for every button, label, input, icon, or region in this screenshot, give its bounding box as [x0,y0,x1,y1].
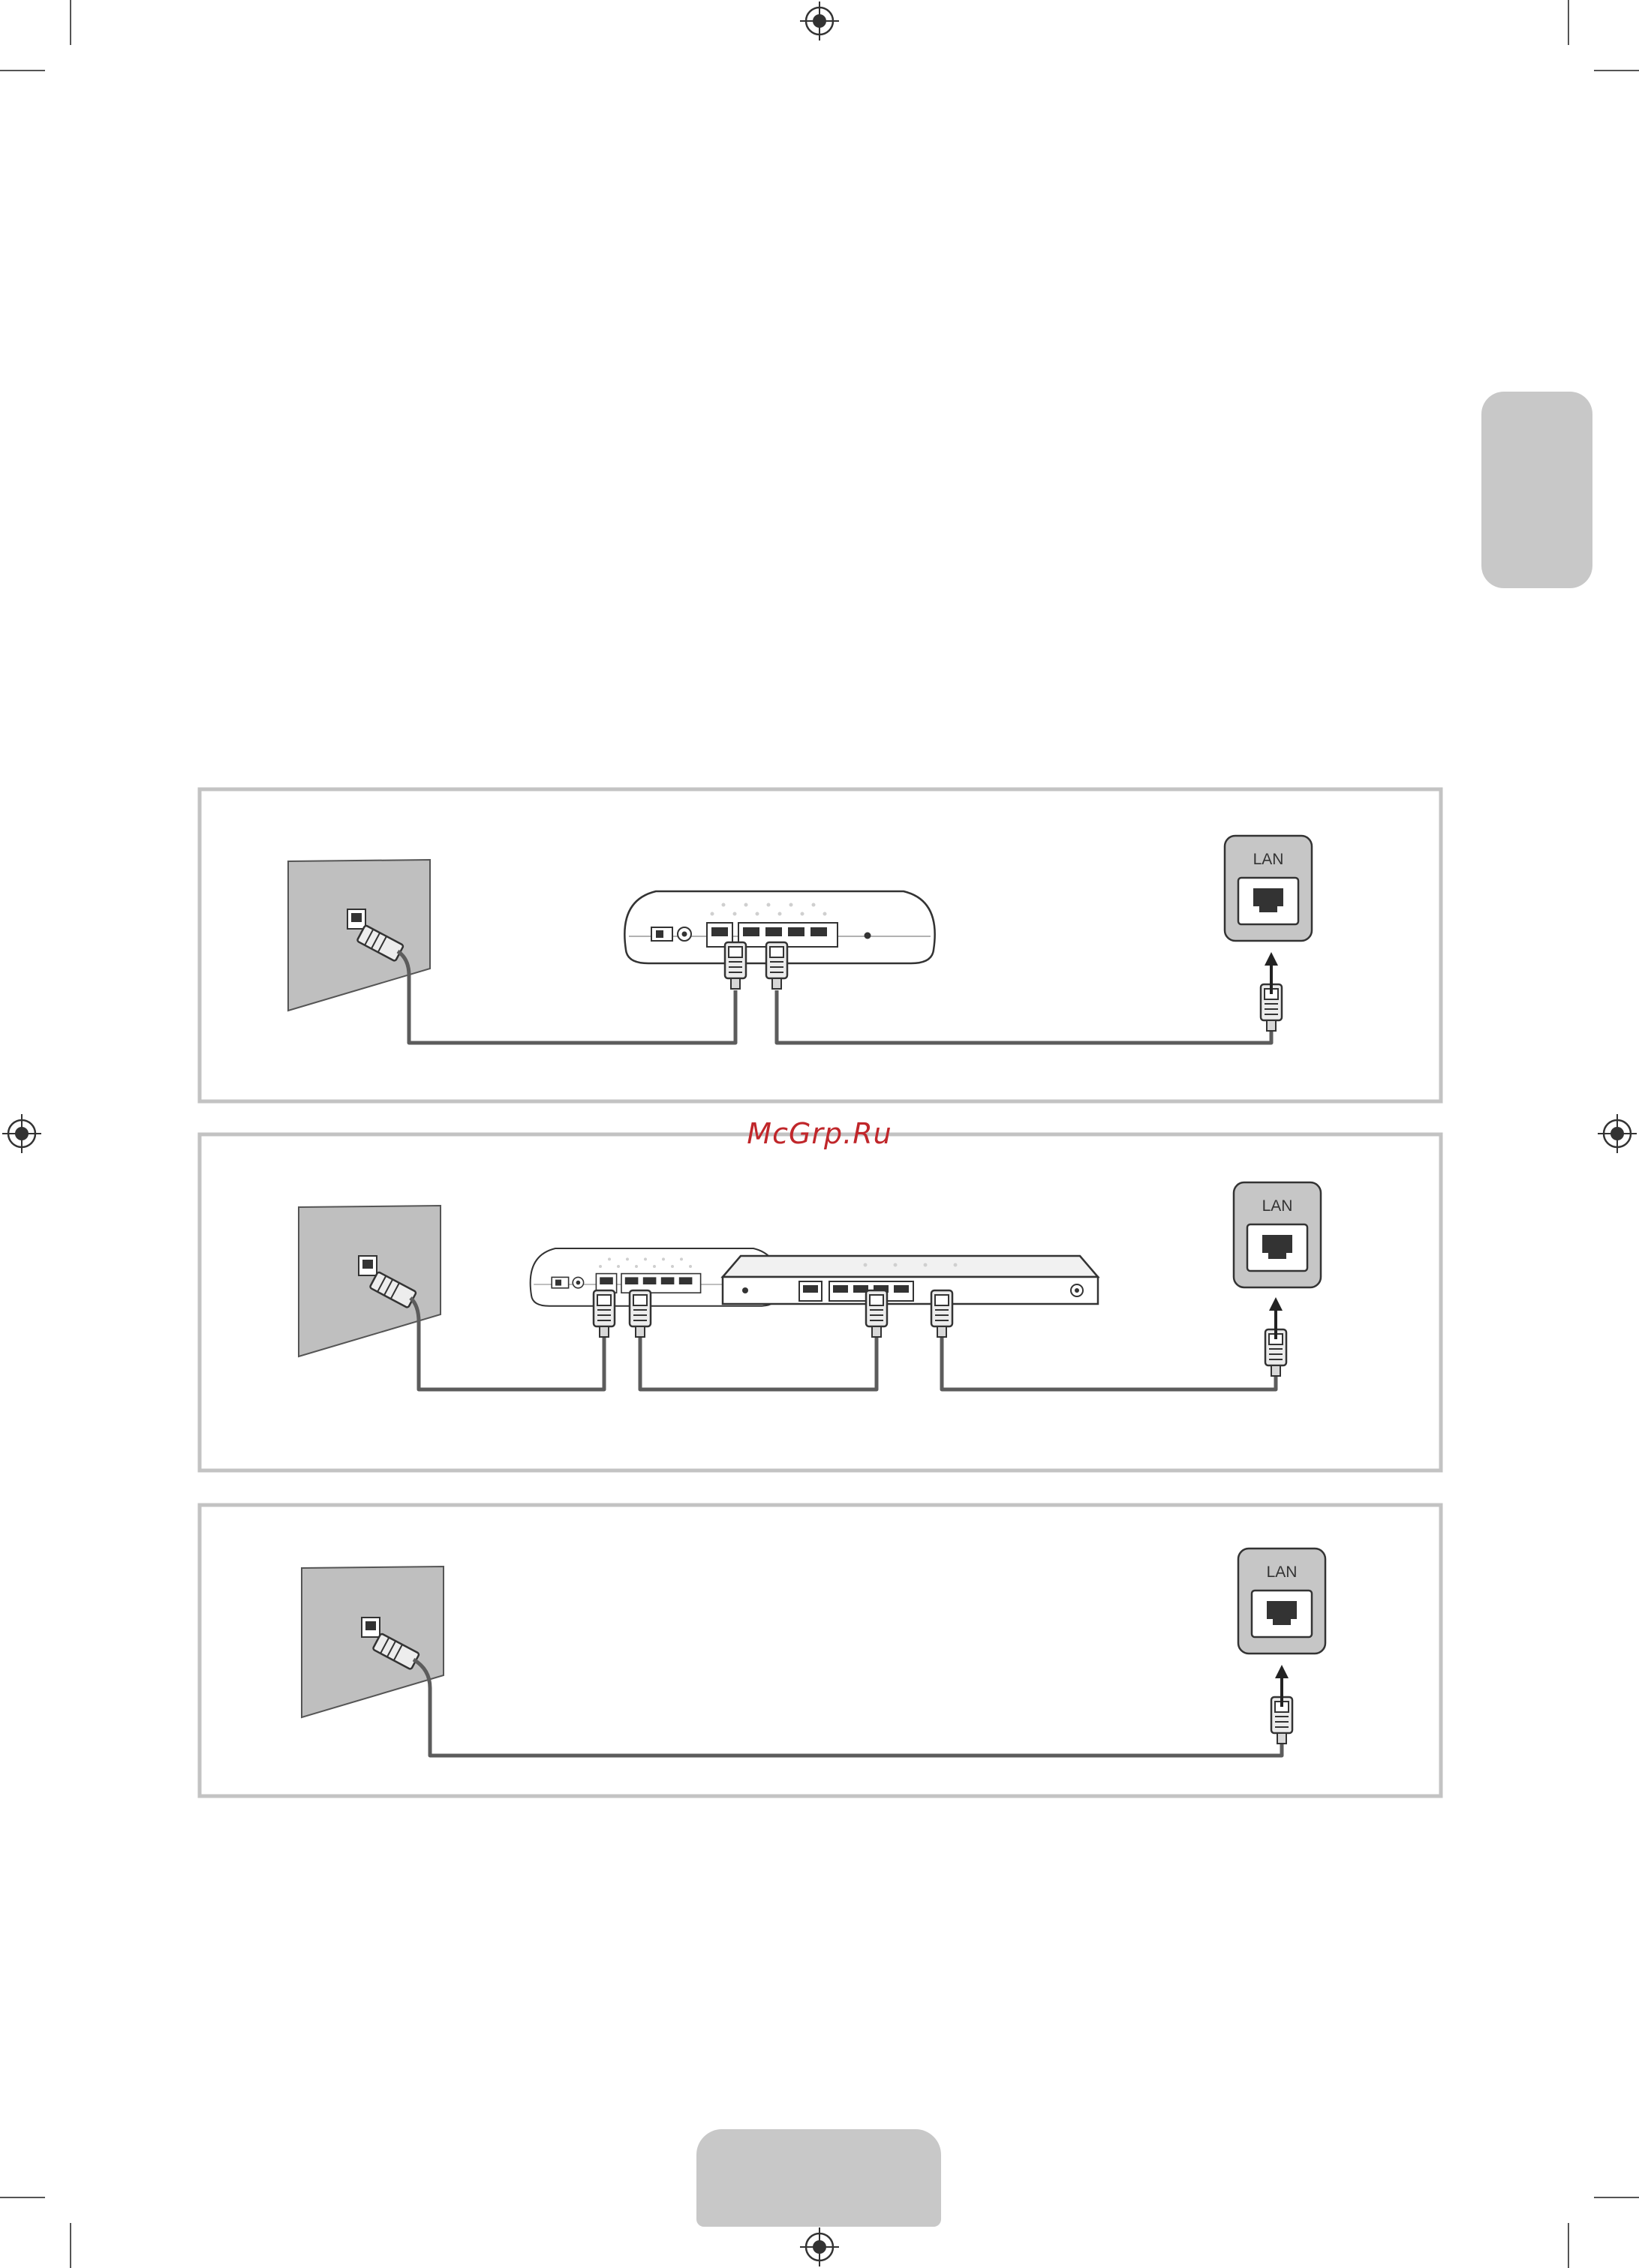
cable [777,990,1271,1043]
diagram-direct-connection: LAN [200,1505,1441,1796]
tv-lan-label: LAN [1253,851,1284,868]
diagram-router-and-modem-connection: LAN [200,1134,1441,1470]
lan-plug-icon [866,1290,887,1337]
wall-lan-socket-icon [359,1256,377,1275]
cable [398,951,735,1043]
watermark: McGrp.Ru [0,1113,1639,1155]
tv-lan-label: LAN [1262,1197,1293,1215]
lan-plug-icon [725,942,746,989]
lan-plug-icon [931,1290,952,1337]
cable [942,1335,1276,1389]
tv-lan-label: LAN [1267,1564,1298,1581]
modem-icon [723,1256,1098,1304]
wall-lan-socket-icon [347,909,365,929]
wall-panel [302,1567,444,1717]
lan-plug-icon [766,942,787,989]
diagram-router-connection: LAN [200,789,1441,1101]
cable [414,1660,1282,1756]
cable [640,1335,877,1389]
page-number-tab [696,2129,941,2227]
wall-lan-socket-icon [362,1618,380,1637]
lan-plug-icon [594,1290,615,1337]
lan-plug-icon [630,1290,651,1337]
